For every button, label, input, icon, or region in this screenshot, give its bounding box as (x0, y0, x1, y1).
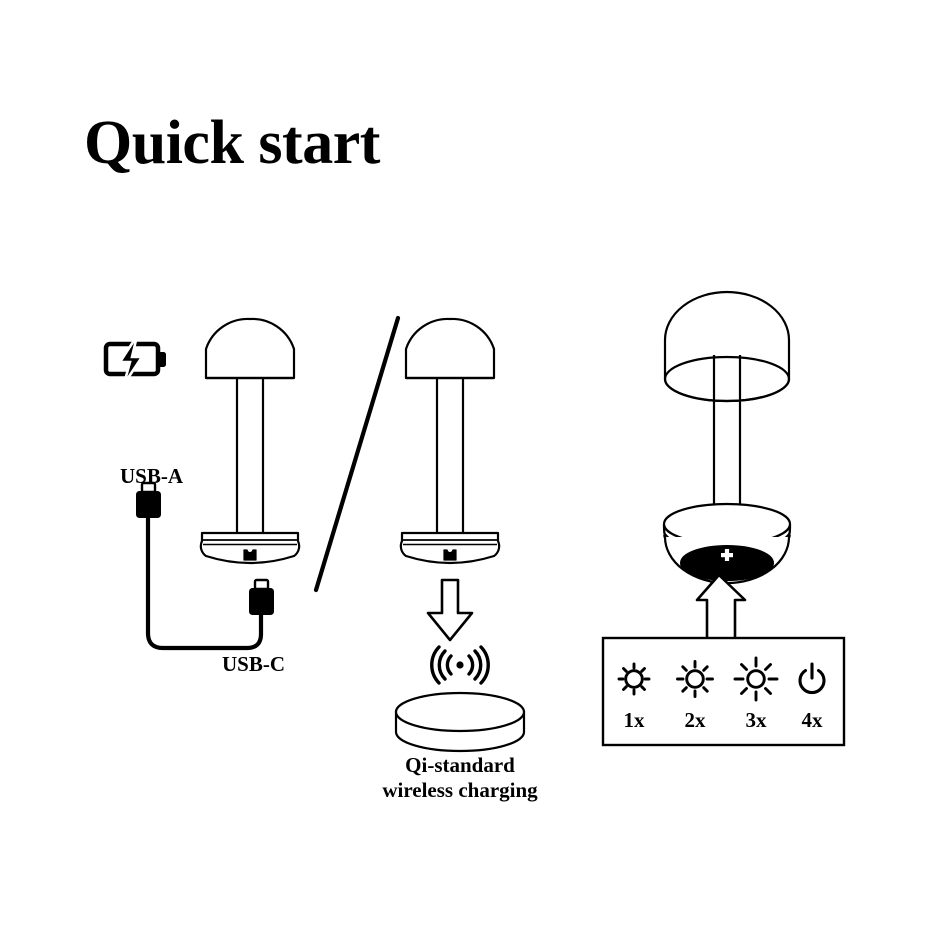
usb-a-connector (136, 481, 161, 518)
battery-charging-icon (103, 335, 166, 385)
brightness-medium-icon[interactable] (676, 660, 714, 698)
usb-a-label: USB-A (120, 464, 184, 488)
lamp-front-view-usb (199, 317, 301, 565)
down-arrow (426, 578, 474, 642)
mode-label-1x: 1x (624, 708, 646, 732)
usb-c-label: USB-C (222, 652, 285, 676)
mode-label-3x: 3x (746, 708, 768, 732)
plus-symbol (721, 549, 733, 561)
power-icon[interactable] (798, 662, 826, 695)
usb-c-connector (249, 578, 274, 615)
qi-caption-line1: Qi-standard (405, 753, 515, 777)
mode-label-2x: 2x (685, 708, 707, 732)
page-title: Quick start (84, 109, 380, 177)
brightness-low-icon[interactable] (617, 662, 651, 696)
lamp-front-view-wireless (399, 317, 501, 565)
up-arrow (695, 573, 747, 645)
diagonal-divider (313, 315, 401, 593)
qi-charging-pad (394, 691, 526, 753)
qi-caption-line2: wireless charging (382, 778, 538, 802)
wireless-signal-icon (430, 645, 490, 685)
mode-label-4x: 4x (802, 708, 824, 732)
brightness-high-icon[interactable] (733, 656, 779, 702)
touch-control-area[interactable] (680, 545, 774, 581)
usb-cable (136, 481, 274, 651)
lamp-tilted-view (662, 290, 792, 585)
brightness-control-panel (601, 636, 846, 747)
